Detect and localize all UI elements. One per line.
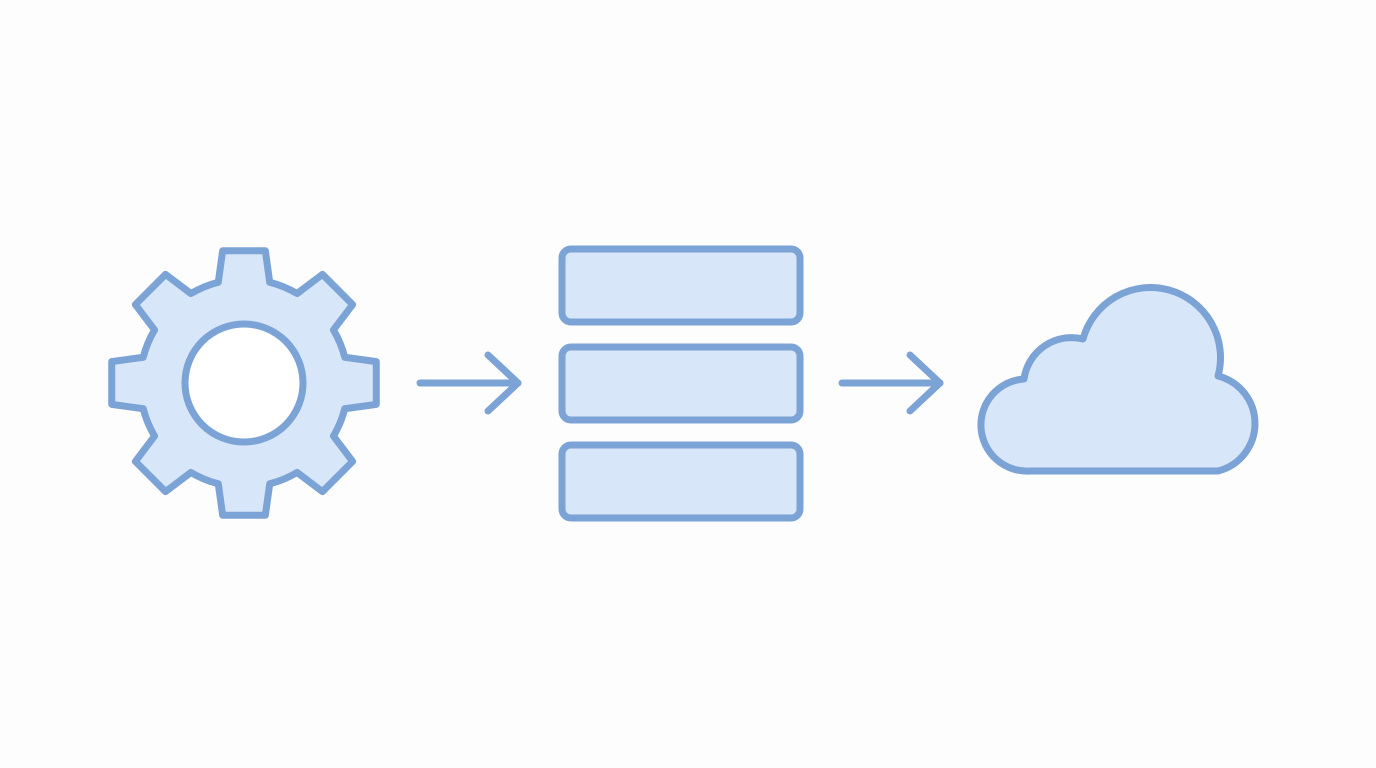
gear-icon: [108, 247, 380, 519]
gear-hole: [181, 320, 307, 446]
cloud-shape: [977, 284, 1259, 475]
arrow-right-icon: [838, 351, 944, 415]
arrow-head: [906, 351, 944, 415]
stack-layer: [558, 245, 804, 326]
stack-icon: [558, 245, 804, 522]
cloud-icon: [977, 284, 1259, 475]
arrow-right-icon: [416, 351, 522, 415]
stack-layer: [558, 343, 804, 424]
arrow-head: [484, 351, 522, 415]
stack-layer: [558, 441, 804, 522]
